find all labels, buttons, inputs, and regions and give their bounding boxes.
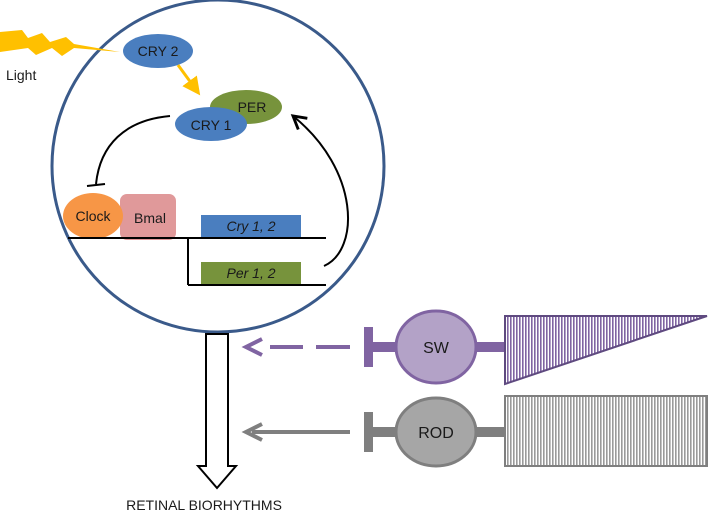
- sw-outer-segment: [504, 315, 708, 386]
- cry-gene-label: Cry 1, 2: [226, 218, 275, 234]
- output-arrow: [195, 333, 239, 490]
- cry2-label: CRY 2: [138, 43, 179, 59]
- bmal-label: Bmal: [134, 210, 166, 226]
- light-label: Light: [6, 67, 36, 83]
- clock-protein: [63, 193, 123, 239]
- rod-terminal-bar: [364, 412, 373, 452]
- rod-label: ROD: [418, 425, 454, 442]
- rod-arrow: [241, 422, 350, 442]
- bmal-protein: [120, 194, 176, 240]
- light-activation-arrow: [176, 64, 201, 96]
- cry1-protein: [175, 107, 247, 141]
- rod-outer-segment: [504, 395, 708, 467]
- inhibition-arrow: [95, 115, 171, 185]
- rod-stem: [373, 427, 401, 437]
- per-gene-label: Per 1, 2: [226, 265, 275, 281]
- sw-terminal-bar: [364, 327, 373, 367]
- cry1-label: CRY 1: [191, 117, 232, 133]
- rod-outer-segment-link: [476, 427, 506, 437]
- output-label: RETINAL BIORHYTHMS: [126, 497, 282, 513]
- per-label: PER: [238, 99, 267, 115]
- sw-stem: [373, 342, 401, 352]
- sw-label: SW: [423, 340, 450, 357]
- light-bolt-icon: [0, 30, 120, 56]
- cry-gene-box: [201, 215, 301, 237]
- inhibition-bar: [86, 183, 106, 187]
- sw-dashed-arrow: [241, 337, 350, 357]
- cell-circle: [50, 0, 386, 334]
- feedback-arrow: [290, 114, 349, 267]
- per-gene-box: [201, 262, 301, 284]
- cry2-protein: [123, 34, 193, 68]
- clock-label: Clock: [75, 208, 111, 224]
- sw-outer-segment-link: [476, 342, 506, 352]
